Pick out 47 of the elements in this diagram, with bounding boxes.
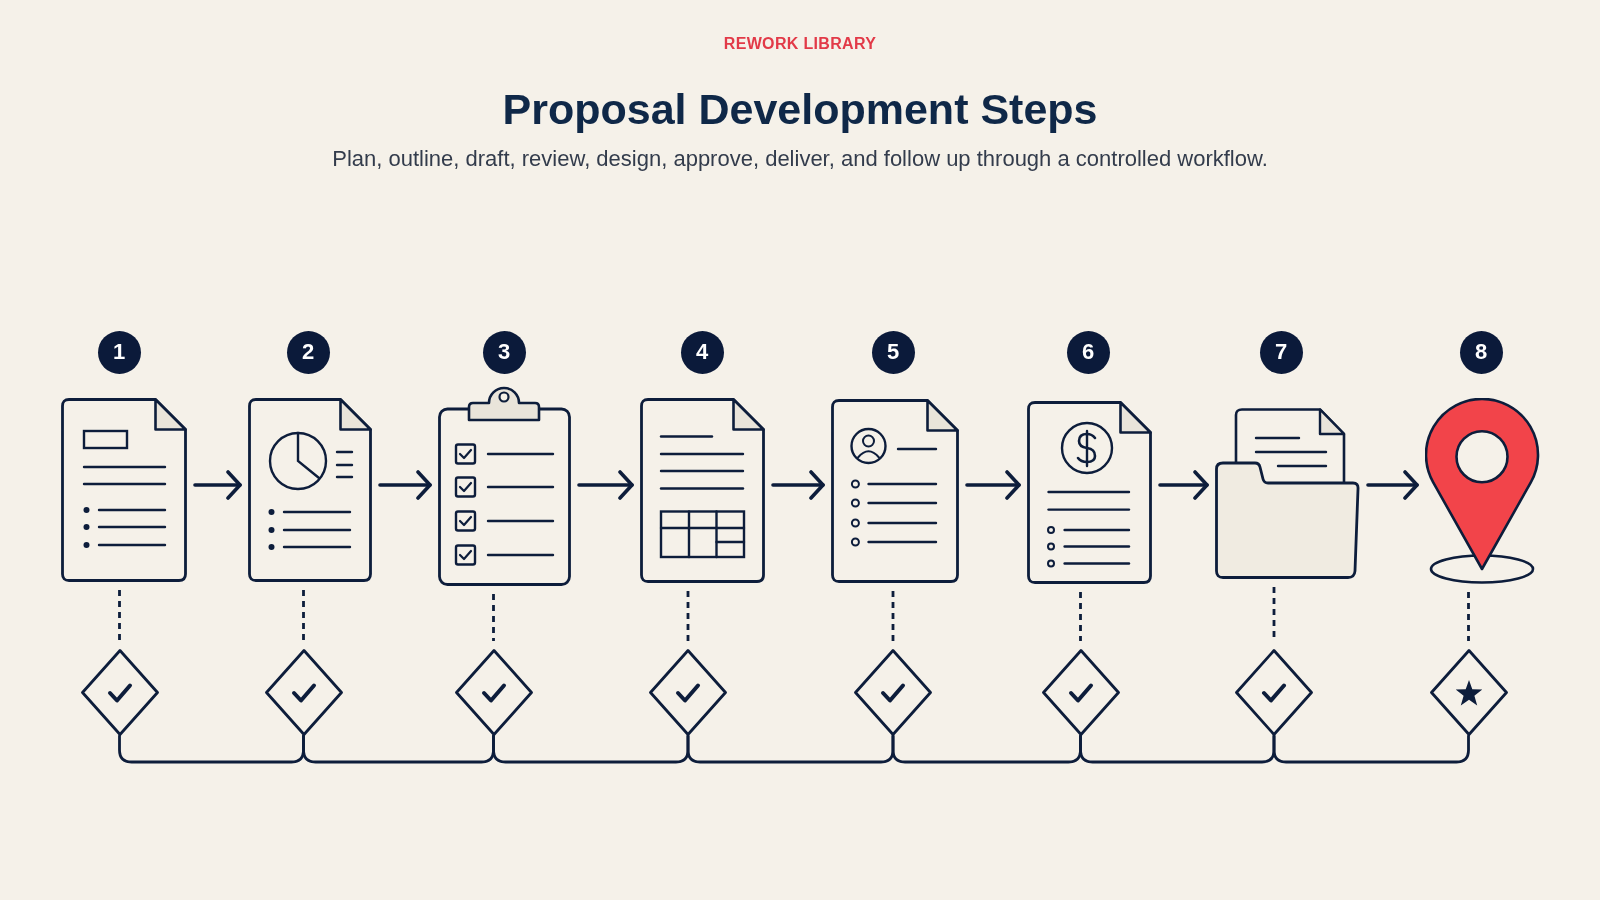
step-number: 7 [1259, 330, 1303, 374]
step-number: 5 [871, 330, 915, 374]
arrow [378, 470, 432, 500]
arrow [577, 470, 634, 500]
arrow [965, 470, 1021, 500]
milestone-diamond [649, 649, 727, 736]
document-illustration [61, 398, 187, 582]
table-document-illustration [640, 398, 765, 583]
dotted-line [492, 594, 495, 641]
dotted-line [1079, 592, 1082, 641]
pie-chart-document-illustration [248, 398, 372, 582]
subtitle: Plan, outline, draft, review, design, approve, deliver, and follow up through a controlled workflow. [332, 145, 1268, 173]
connector-line [1079, 734, 1276, 764]
connector-line [891, 734, 1082, 764]
dotted-line [686, 591, 690, 641]
milestone-diamond [854, 649, 932, 736]
milestone-diamond [454, 649, 533, 736]
dotted-line [302, 590, 305, 641]
dotted-line [1467, 592, 1470, 641]
milestone-diamond [80, 649, 159, 736]
profile-document-illustration [831, 399, 959, 583]
step-number: 3 [482, 330, 526, 374]
dotted-line [118, 590, 121, 641]
step-number: 1 [97, 330, 141, 374]
dotted-line [891, 591, 895, 641]
dollar-document-illustration [1027, 401, 1152, 584]
title: Proposal Development Steps [502, 84, 1098, 135]
step-number: 4 [680, 330, 724, 374]
folder-with-paper-illustration [1215, 408, 1360, 579]
arrow [1158, 470, 1209, 500]
milestone-diamond [1235, 649, 1313, 736]
connector-line [492, 734, 690, 764]
connector-line [1272, 734, 1470, 764]
arrow [771, 470, 825, 500]
arrow [193, 470, 242, 500]
step-number: 2 [286, 330, 330, 374]
location-pin-illustration [1425, 398, 1540, 584]
step-number: 8 [1459, 330, 1503, 374]
eyebrow-text: REWORK LIBRARY [723, 34, 877, 54]
connector-line [118, 734, 305, 764]
arrow [1366, 470, 1419, 500]
connector-line [302, 734, 495, 764]
milestone-diamond [1429, 649, 1508, 736]
step-number: 6 [1066, 330, 1110, 374]
milestone-diamond [264, 649, 343, 736]
connector-line [686, 734, 895, 764]
milestone-diamond [1041, 649, 1120, 736]
